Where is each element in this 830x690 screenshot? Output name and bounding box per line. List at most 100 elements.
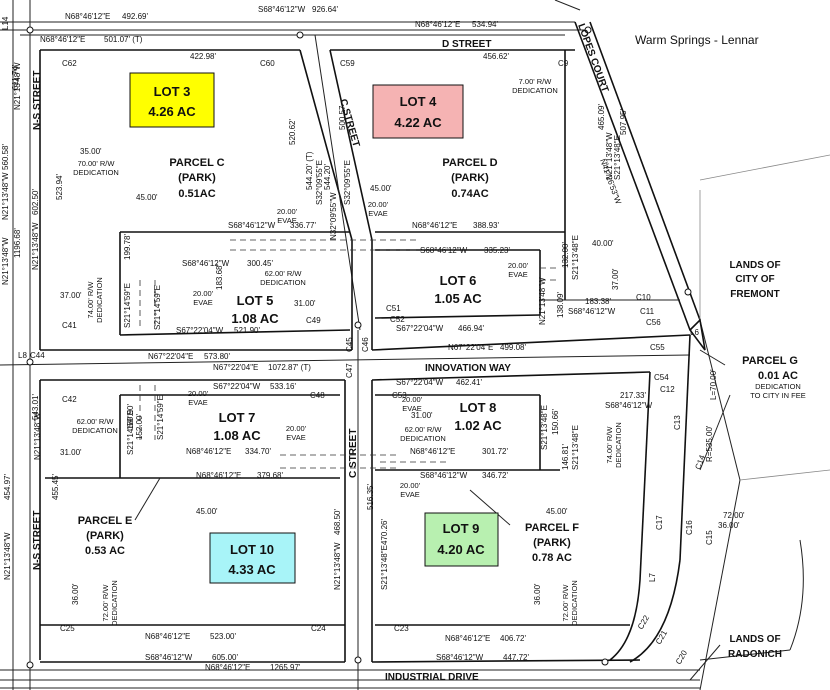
street-innovation-way: INNOVATION WAY — [425, 363, 511, 374]
svg-text:S68°46'12"W: S68°46'12"W — [145, 653, 193, 662]
svg-text:L8: L8 — [18, 351, 27, 360]
svg-text:C21: C21 — [654, 628, 669, 646]
lands-fremont-label: LANDS OF CITY OF FREMONT — [729, 260, 780, 300]
svg-text:199.78': 199.78' — [123, 234, 132, 260]
svg-text:C12: C12 — [660, 385, 675, 394]
svg-text:DEDICATION: DEDICATION — [260, 278, 306, 287]
svg-text:516.35': 516.35' — [366, 484, 375, 510]
svg-text:RADONICH: RADONICH — [728, 649, 782, 660]
parcel-f-label: PARCEL F (PARK) 0.78 AC — [525, 522, 579, 564]
svg-text:4.20 AC: 4.20 AC — [437, 542, 485, 557]
svg-text:EVAE: EVAE — [400, 490, 419, 499]
svg-text:N68°46'12"E: N68°46'12"E — [145, 632, 190, 641]
svg-text:N21°13'48"W: N21°13'48"W — [1, 172, 10, 220]
svg-text:N21°13'48"W: N21°13'48"W — [538, 277, 547, 325]
svg-text:DEDICATION: DEDICATION — [512, 86, 558, 95]
svg-text:0.74AC: 0.74AC — [451, 188, 488, 200]
svg-text:611.74': 611.74' — [11, 64, 20, 90]
monuments — [26, 26, 692, 669]
svg-text:EVAE: EVAE — [286, 433, 305, 442]
svg-text:499.08': 499.08' — [500, 343, 526, 352]
svg-text:20.00': 20.00' — [286, 424, 307, 433]
svg-text:S32°09'55"E: S32°09'55"E — [315, 160, 324, 205]
svg-text:335.23': 335.23' — [484, 246, 510, 255]
svg-text:20.00': 20.00' — [508, 261, 529, 270]
lot-4-box: LOT 4 4.22 AC — [372, 84, 464, 139]
svg-text:20.00': 20.00' — [368, 200, 389, 209]
svg-text:C42: C42 — [62, 395, 77, 404]
svg-text:573.80': 573.80' — [204, 352, 230, 361]
lot-6-name: LOT 6 — [440, 273, 477, 288]
svg-text:LOT 3: LOT 3 — [154, 84, 191, 99]
lot-8-area: 1.02 AC — [454, 418, 502, 433]
svg-text:R=535.00': R=535.00' — [705, 425, 714, 462]
svg-text:S68°46'12"W: S68°46'12"W — [436, 653, 484, 662]
svg-text:183.68': 183.68' — [215, 264, 224, 290]
svg-text:455.45': 455.45' — [51, 474, 60, 500]
svg-text:C44: C44 — [30, 351, 45, 360]
street-industrial-drive: INDUSTRIAL DRIVE — [385, 672, 479, 683]
svg-text:FREMONT: FREMONT — [730, 289, 779, 300]
svg-text:PARCEL D: PARCEL D — [442, 157, 497, 169]
svg-text:37.00': 37.00' — [611, 268, 620, 290]
svg-text:74.00' R/W: 74.00' R/W — [86, 281, 95, 319]
svg-text:S68°46'12"W: S68°46'12"W — [182, 259, 230, 268]
svg-text:388.93': 388.93' — [473, 221, 499, 230]
evae-labels: 20.00' EVAE 20.00' EVAE 20.00' EVAE 20.0… — [188, 200, 529, 499]
svg-text:N21°13'48"W: N21°13'48"W — [33, 412, 42, 460]
svg-text:466.94': 466.94' — [458, 324, 484, 333]
svg-text:N67°22'04"E: N67°22'04"E — [448, 343, 493, 352]
svg-text:EVAE: EVAE — [508, 270, 527, 279]
svg-text:45.00': 45.00' — [196, 507, 218, 516]
lands-radonich-label: LANDS OF RADONICH — [728, 634, 782, 660]
rw-dedication-notes: 7.00' R/W DEDICATION 70.00' R/W DEDICATI… — [72, 77, 623, 626]
street-d: D STREET — [442, 39, 491, 50]
svg-text:L6: L6 — [690, 328, 699, 337]
svg-text:543.01': 543.01' — [31, 394, 40, 420]
svg-text:L=70.00': L=70.00' — [709, 369, 718, 400]
svg-text:N21°13'48"W: N21°13'48"W — [31, 222, 40, 270]
svg-text:334.70': 334.70' — [245, 447, 271, 456]
svg-text:L7: L7 — [648, 573, 657, 582]
lot-7-name: LOT 7 — [219, 410, 256, 425]
svg-text:20.00': 20.00' — [400, 481, 421, 490]
svg-text:501.07' (T): 501.07' (T) — [104, 35, 143, 44]
svg-text:N68°46'12"E: N68°46'12"E — [410, 447, 455, 456]
svg-text:S67°22'04"W: S67°22'04"W — [396, 378, 444, 387]
svg-text:31.00': 31.00' — [294, 299, 316, 308]
svg-text:146.81': 146.81' — [561, 444, 570, 470]
svg-text:7.00' R/W: 7.00' R/W — [519, 77, 553, 86]
svg-text:1265.97': 1265.97' — [270, 663, 301, 672]
svg-text:520.62': 520.62' — [288, 119, 297, 145]
svg-text:45.00': 45.00' — [370, 184, 392, 193]
svg-text:S21°14'59"E: S21°14'59"E — [156, 395, 165, 440]
svg-text:N21°13'48"W: N21°13'48"W — [13, 62, 22, 110]
svg-text:S21°14'59"E: S21°14'59"E — [123, 283, 132, 328]
svg-text:C15: C15 — [705, 530, 714, 545]
svg-text:S21°14'59"E: S21°14'59"E — [153, 285, 162, 330]
svg-text:20.00': 20.00' — [193, 289, 214, 298]
svg-text:1196.68': 1196.68' — [13, 228, 22, 258]
svg-text:C41: C41 — [62, 321, 77, 330]
svg-text:LANDS OF: LANDS OF — [729, 260, 780, 271]
parcel-c-label: PARCEL C (PARK) 0.51AC — [169, 157, 224, 200]
svg-text:PARCEL G: PARCEL G — [742, 355, 798, 367]
svg-text:544.20': 544.20' — [323, 164, 332, 190]
svg-text:62.00' R/W: 62.00' R/W — [77, 417, 115, 426]
svg-text:C22: C22 — [636, 613, 651, 631]
svg-text:(PARK): (PARK) — [451, 172, 489, 184]
svg-text:DEDICATION: DEDICATION — [110, 580, 119, 626]
svg-text:507.95': 507.95' — [619, 109, 628, 135]
map-title: Warm Springs - Lennar — [635, 33, 759, 47]
svg-text:S68°46'12"W: S68°46'12"W — [420, 471, 468, 480]
svg-text:560.58': 560.58' — [1, 144, 10, 170]
svg-text:454.97': 454.97' — [3, 474, 12, 500]
svg-text:70.00' R/W: 70.00' R/W — [78, 159, 116, 168]
svg-text:C53: C53 — [392, 391, 407, 400]
svg-text:0.51AC: 0.51AC — [178, 188, 215, 200]
svg-text:301.72': 301.72' — [482, 447, 508, 456]
svg-text:45.00': 45.00' — [136, 193, 158, 202]
svg-text:36.00': 36.00' — [718, 521, 740, 530]
svg-text:C55: C55 — [650, 343, 665, 352]
